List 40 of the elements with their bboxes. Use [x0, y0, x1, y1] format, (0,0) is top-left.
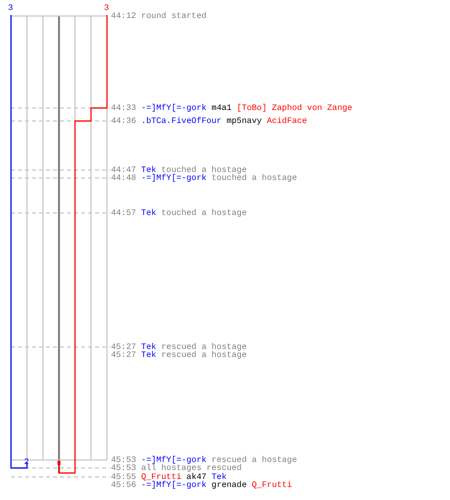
event-text: round started [141, 12, 207, 20]
timestamp: 45:27 [111, 342, 136, 352]
timestamp: 44:48 [111, 174, 136, 182]
player-name: -=]MfY[=-gork [141, 456, 207, 464]
player-name: -=]MfY[=-gork [141, 104, 207, 112]
player-name: [ToBo] Zaphod von Zange [236, 104, 352, 112]
event-text: rescued a hostage [212, 456, 297, 464]
player-name: Tek [141, 342, 156, 352]
event-text: touched a hostage [212, 174, 297, 182]
timestamp: 44:57 [111, 208, 136, 218]
player-name: Tek [141, 208, 156, 218]
timestamp: 44:33 [111, 104, 136, 112]
player-name: Tek [141, 166, 156, 174]
player-name: Q_Frutti [252, 480, 292, 490]
player-name: Tek [212, 472, 227, 482]
event-text: rescued a hostage [161, 342, 247, 352]
weapon-name: m4a1 [212, 104, 232, 112]
player-name: .bTCa.FiveOfFour [141, 116, 222, 126]
timestamp: 44:12 [111, 12, 136, 20]
player-name: -=]MfY[=-gork [141, 480, 207, 490]
count-label: 3 [104, 4, 110, 13]
weapon-name: ak47 [186, 472, 207, 482]
event-text: rescued a hostage [161, 350, 247, 360]
timestamp: 45:53 [111, 464, 136, 472]
player-name: Tek [141, 350, 156, 360]
timestamp: 45:53 [111, 456, 136, 464]
player-name: Q_Frutti [141, 472, 182, 482]
timestamp: 44:47 [111, 166, 136, 174]
event-text: touched a hostage [161, 166, 247, 174]
timestamp: 45:27 [111, 350, 136, 360]
timestamp: 44:36 [111, 116, 136, 126]
timestamp: 45:55 [111, 472, 136, 482]
event-text: all hostages rescued [141, 464, 242, 472]
event-text: touched a hostage [161, 208, 247, 218]
player-name: -=]MfY[=-gork [141, 174, 207, 182]
count-label: 3 [8, 4, 14, 13]
player-name: AcidFace [266, 116, 308, 126]
timestamp: 45:56 [111, 480, 136, 490]
weapon-name: mp5navy [226, 116, 262, 126]
weapon-name: grenade [212, 480, 247, 490]
